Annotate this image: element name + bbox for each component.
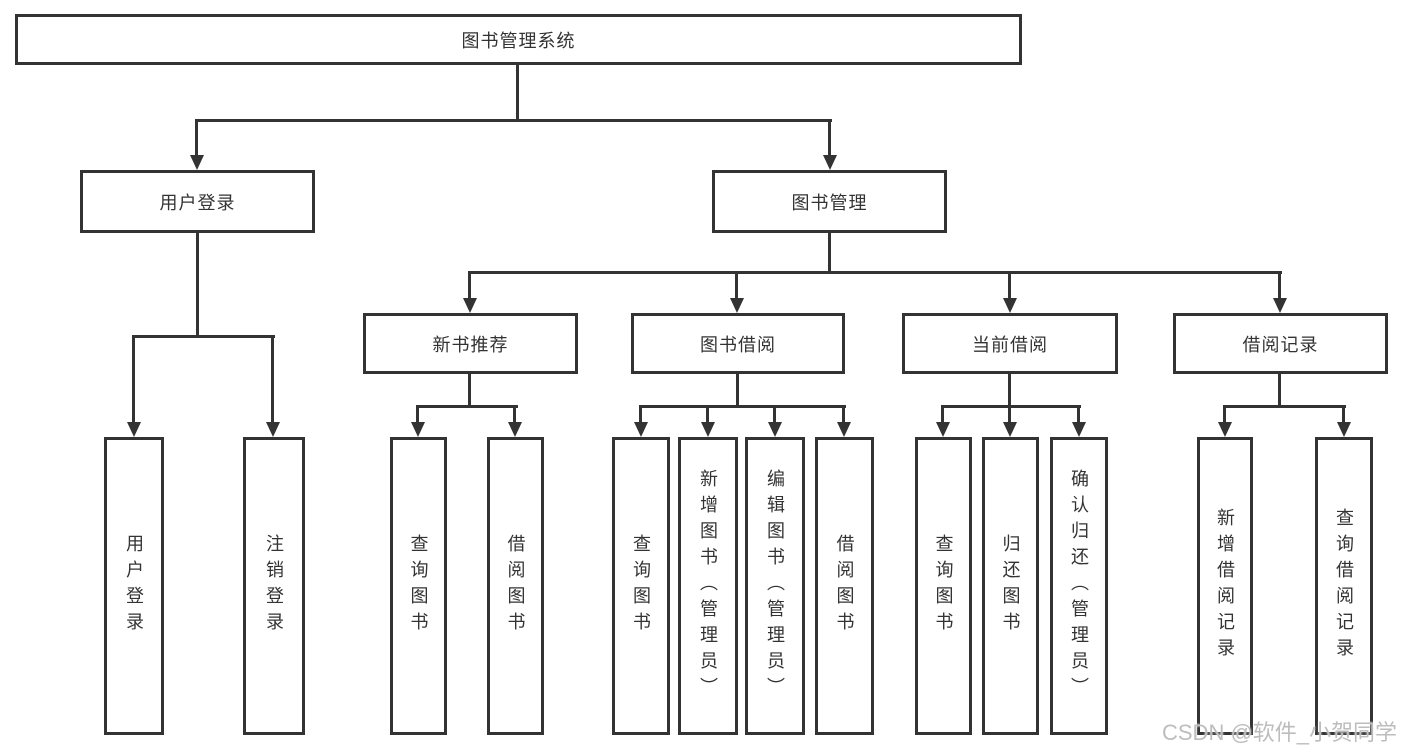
arrowhead-down-user-login (190, 155, 204, 170)
node-label: 归还图书 (1000, 534, 1021, 638)
leaf-confirm-return-admin: 确认归还（管理员） (1050, 437, 1108, 735)
node-label: 用户登录 (159, 192, 236, 213)
watermark-text: CSDN @软件_小贺同学 (1162, 720, 1398, 745)
connector-userlogin-bar (132, 335, 275, 338)
node-user-login: 用户登录 (80, 170, 315, 233)
leaf-borrow-books-recommend: 借阅图书 (487, 437, 544, 735)
connector-drop-leaf (842, 405, 845, 424)
connector-drop-leaf (132, 335, 135, 424)
leaf-borrow-books-borrowing: 借阅图书 (815, 437, 874, 735)
arrowhead-down (411, 422, 425, 437)
leaf-add-borrow-record: 新增借阅记录 (1197, 437, 1253, 735)
connector-drop-leaf (1077, 405, 1080, 424)
arrowhead-down-records (1273, 298, 1287, 313)
connector-bookmgmt-bar (468, 271, 1282, 274)
node-label: 新书推荐 (432, 334, 509, 355)
arrowhead-down-newbooks (463, 298, 477, 313)
leaf-query-books-recommend: 查询图书 (390, 437, 447, 735)
connector-drop-leaf (1223, 405, 1226, 424)
arrowhead-down (837, 422, 851, 437)
connector-userlogin-stem (196, 233, 199, 338)
node-label: 编辑图书（管理员） (765, 469, 785, 703)
arrowhead-down (936, 422, 950, 437)
leaf-query-books-borrowing: 查询图书 (612, 437, 670, 735)
arrowhead-down (701, 422, 715, 437)
node-book-borrowing: 图书借阅 (631, 313, 845, 374)
connector-drop-leaf (416, 405, 419, 424)
arrowhead-down (127, 422, 141, 437)
arrowhead-down (1003, 422, 1017, 437)
leaf-logout: 注销登录 (243, 437, 305, 735)
connector-newbooks-stem (468, 374, 471, 408)
node-label: 图书管理 (791, 192, 868, 213)
arrowhead-down (768, 422, 782, 437)
node-new-book-recommend: 新书推荐 (363, 313, 578, 374)
connector-current-stem (1008, 374, 1011, 408)
node-label: 查询图书 (631, 534, 651, 638)
node-borrowing-records: 借阅记录 (1173, 313, 1388, 374)
node-label: 查询图书 (933, 534, 954, 638)
node-label: 借阅记录 (1242, 334, 1319, 355)
connector-drop-borrowing (735, 271, 738, 300)
connector-drop-records (1278, 271, 1281, 300)
node-label: 新增图书（管理员） (698, 469, 718, 703)
connector-root-stem (516, 64, 519, 121)
node-label: 借阅图书 (505, 534, 526, 638)
arrowhead-down (1337, 422, 1351, 437)
node-current-borrowing: 当前借阅 (902, 313, 1118, 374)
node-book-management: 图书管理 (712, 170, 947, 233)
connector-drop-newbooks (468, 271, 471, 300)
node-label: 图书借阅 (700, 334, 776, 355)
node-label: 查询图书 (408, 534, 429, 638)
leaf-return-books: 归还图书 (982, 437, 1039, 735)
leaf-query-borrow-record: 查询借阅记录 (1315, 437, 1373, 735)
arrowhead-down-book-mgmt (823, 155, 837, 170)
leaf-user-login: 用户登录 (104, 437, 164, 735)
connector-drop-book-mgmt (828, 119, 831, 157)
connector-drop-leaf (706, 405, 709, 424)
connector-drop-leaf (773, 405, 776, 424)
leaf-add-books-admin: 新增图书（管理员） (678, 437, 738, 735)
connector-drop-user-login (195, 119, 198, 157)
connector-drop-leaf (1008, 405, 1011, 424)
arrowhead-down (508, 422, 522, 437)
node-label: 确认归还（管理员） (1069, 469, 1089, 703)
arrowhead-down-current (1003, 298, 1017, 313)
node-label: 新增借阅记录 (1215, 508, 1235, 664)
leaf-query-books-current: 查询图书 (915, 437, 972, 735)
node-label: 用户登录 (124, 534, 144, 638)
node-label: 借阅图书 (834, 534, 855, 638)
connector-drop-current (1008, 271, 1011, 300)
connector-newbooks-bar (416, 405, 518, 408)
connector-drop-leaf (1342, 405, 1345, 424)
arrowhead-down (1072, 422, 1086, 437)
connector-records-stem (1278, 374, 1281, 408)
connector-drop-leaf (639, 405, 642, 424)
node-label: 注销登录 (264, 534, 284, 638)
connector-borrowing-bar (639, 405, 846, 408)
connector-borrowing-stem (736, 374, 739, 408)
leaf-edit-books-admin: 编辑图书（管理员） (745, 437, 805, 735)
connector-root-bar (196, 119, 832, 122)
connector-current-bar (941, 405, 1081, 408)
node-label: 当前借阅 (972, 334, 1048, 355)
arrowhead-down-borrowing (730, 298, 744, 313)
node-label: 查询借阅记录 (1334, 508, 1354, 664)
connector-records-bar (1223, 405, 1346, 408)
node-label: 图书管理系统 (461, 30, 576, 51)
arrowhead-down (634, 422, 648, 437)
arrowhead-down (1218, 422, 1232, 437)
connector-bookmgmt-stem (828, 233, 831, 274)
arrowhead-down (266, 422, 280, 437)
connector-drop-leaf (941, 405, 944, 424)
node-library-management-system: 图书管理系统 (15, 14, 1022, 65)
connector-drop-leaf (271, 335, 274, 424)
connector-drop-leaf (513, 405, 516, 424)
